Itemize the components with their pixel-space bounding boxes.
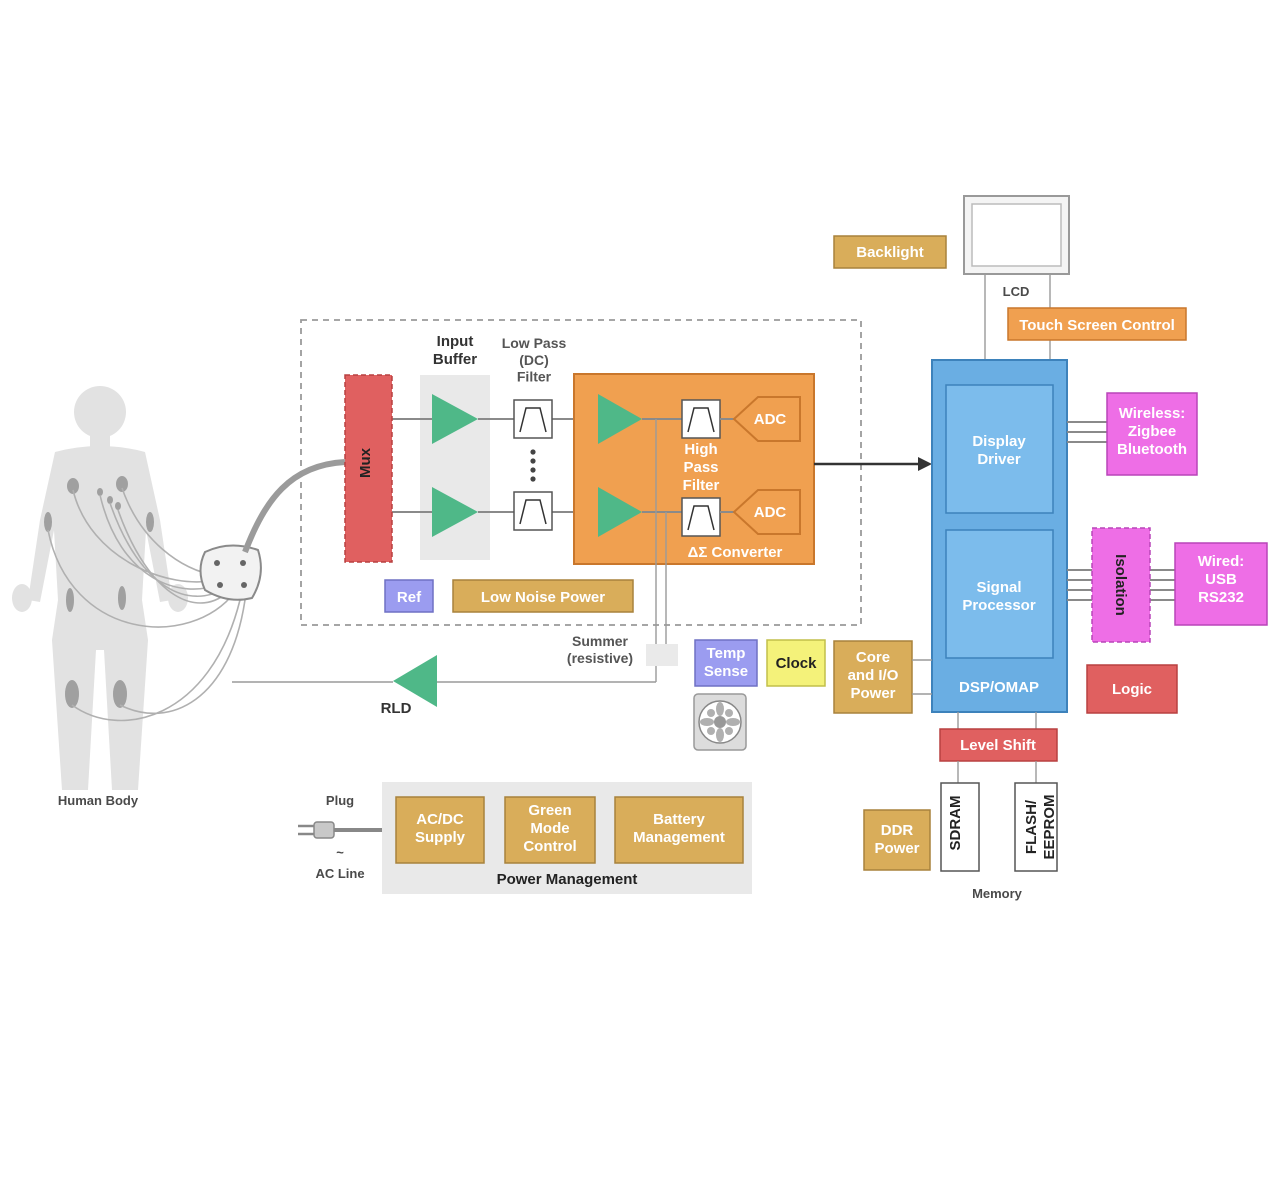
plug-label: Plug xyxy=(326,793,354,808)
adc-block-1 xyxy=(732,396,801,442)
logic-block xyxy=(1086,664,1178,714)
high-pass-filter-2 xyxy=(681,497,721,537)
adc-label-1: ADC xyxy=(754,411,787,428)
rld-amplifier xyxy=(393,655,437,707)
touch-screen-control-label: Touch Screen Control xyxy=(1019,317,1175,334)
ref-block xyxy=(384,579,434,613)
converter-amp-1 xyxy=(598,394,642,444)
ac-symbol: ~ xyxy=(336,845,344,860)
clock-block xyxy=(766,639,826,687)
fan-icon xyxy=(693,693,747,751)
level-shift-label: Level Shift xyxy=(960,737,1036,754)
logic-label: Logic xyxy=(1112,681,1152,698)
ref-label: Ref xyxy=(397,589,422,606)
mux-label: Mux xyxy=(357,447,374,478)
flash-eeprom-label: FLASH/EEPROM xyxy=(1023,794,1058,859)
plug-icon xyxy=(298,821,382,839)
lcd-label: LCD xyxy=(1003,284,1030,299)
low-pass-filter-1 xyxy=(513,399,553,439)
lcd-monitor xyxy=(963,195,1070,275)
core-io-power-block xyxy=(833,640,913,714)
human-body-label: Human Body xyxy=(58,793,139,808)
memory-label: Memory xyxy=(972,886,1023,901)
backlight-block xyxy=(833,235,947,269)
input-buffer-panel xyxy=(420,375,490,560)
summer-label: Summer(resistive) xyxy=(567,633,633,666)
flash-eeprom-block xyxy=(1014,782,1058,872)
converter-label: ΔΣ Converter xyxy=(688,544,783,561)
adc-label-2: ADC xyxy=(754,504,787,521)
clock-label: Clock xyxy=(776,655,818,672)
power-management-label: Power Management xyxy=(497,871,638,888)
wireless-bus-lines xyxy=(1067,421,1107,443)
sdram-label: SDRAM xyxy=(947,796,964,851)
ac-dc-supply-block xyxy=(395,796,485,864)
data-arrow xyxy=(918,457,932,471)
sdram-block xyxy=(940,782,980,872)
battery-management-block xyxy=(614,796,744,864)
converter-amp-2 xyxy=(598,487,642,537)
input-buffer-amp-2 xyxy=(432,487,478,537)
adc-block-2 xyxy=(732,489,801,535)
low-noise-power-label: Low Noise Power xyxy=(481,589,605,606)
low-pass-filter-label: Low Pass(DC)Filter xyxy=(502,335,567,385)
green-mode-control-block xyxy=(504,796,596,864)
signal-processor-block xyxy=(945,529,1054,659)
touch-screen-control-block xyxy=(1007,307,1187,341)
input-buffer-amp-1 xyxy=(432,394,478,444)
isolation-block xyxy=(1091,527,1151,643)
temp-sense-block xyxy=(694,639,758,687)
wireless-block xyxy=(1106,392,1198,476)
level-shift-block xyxy=(939,728,1058,762)
display-driver-block xyxy=(945,384,1054,514)
dsp-omap-label: DSP/OMAP xyxy=(959,679,1039,696)
ddr-power-block xyxy=(863,809,931,871)
ac-line-label: AC Line xyxy=(315,866,364,881)
analog-front-end-boundary xyxy=(300,319,862,626)
summer-block xyxy=(646,644,678,666)
backlight-label: Backlight xyxy=(856,244,924,261)
wired-block xyxy=(1174,542,1268,626)
human-body-figure xyxy=(12,386,393,790)
isolation-label: Isolation xyxy=(1112,554,1129,616)
high-pass-filter-1 xyxy=(681,399,721,439)
low-noise-power-block xyxy=(452,579,634,613)
channel-ellipsis-dots xyxy=(530,449,536,482)
mux-block xyxy=(344,374,393,563)
rld-label: RLD xyxy=(381,700,412,717)
low-pass-filter-2 xyxy=(513,491,553,531)
